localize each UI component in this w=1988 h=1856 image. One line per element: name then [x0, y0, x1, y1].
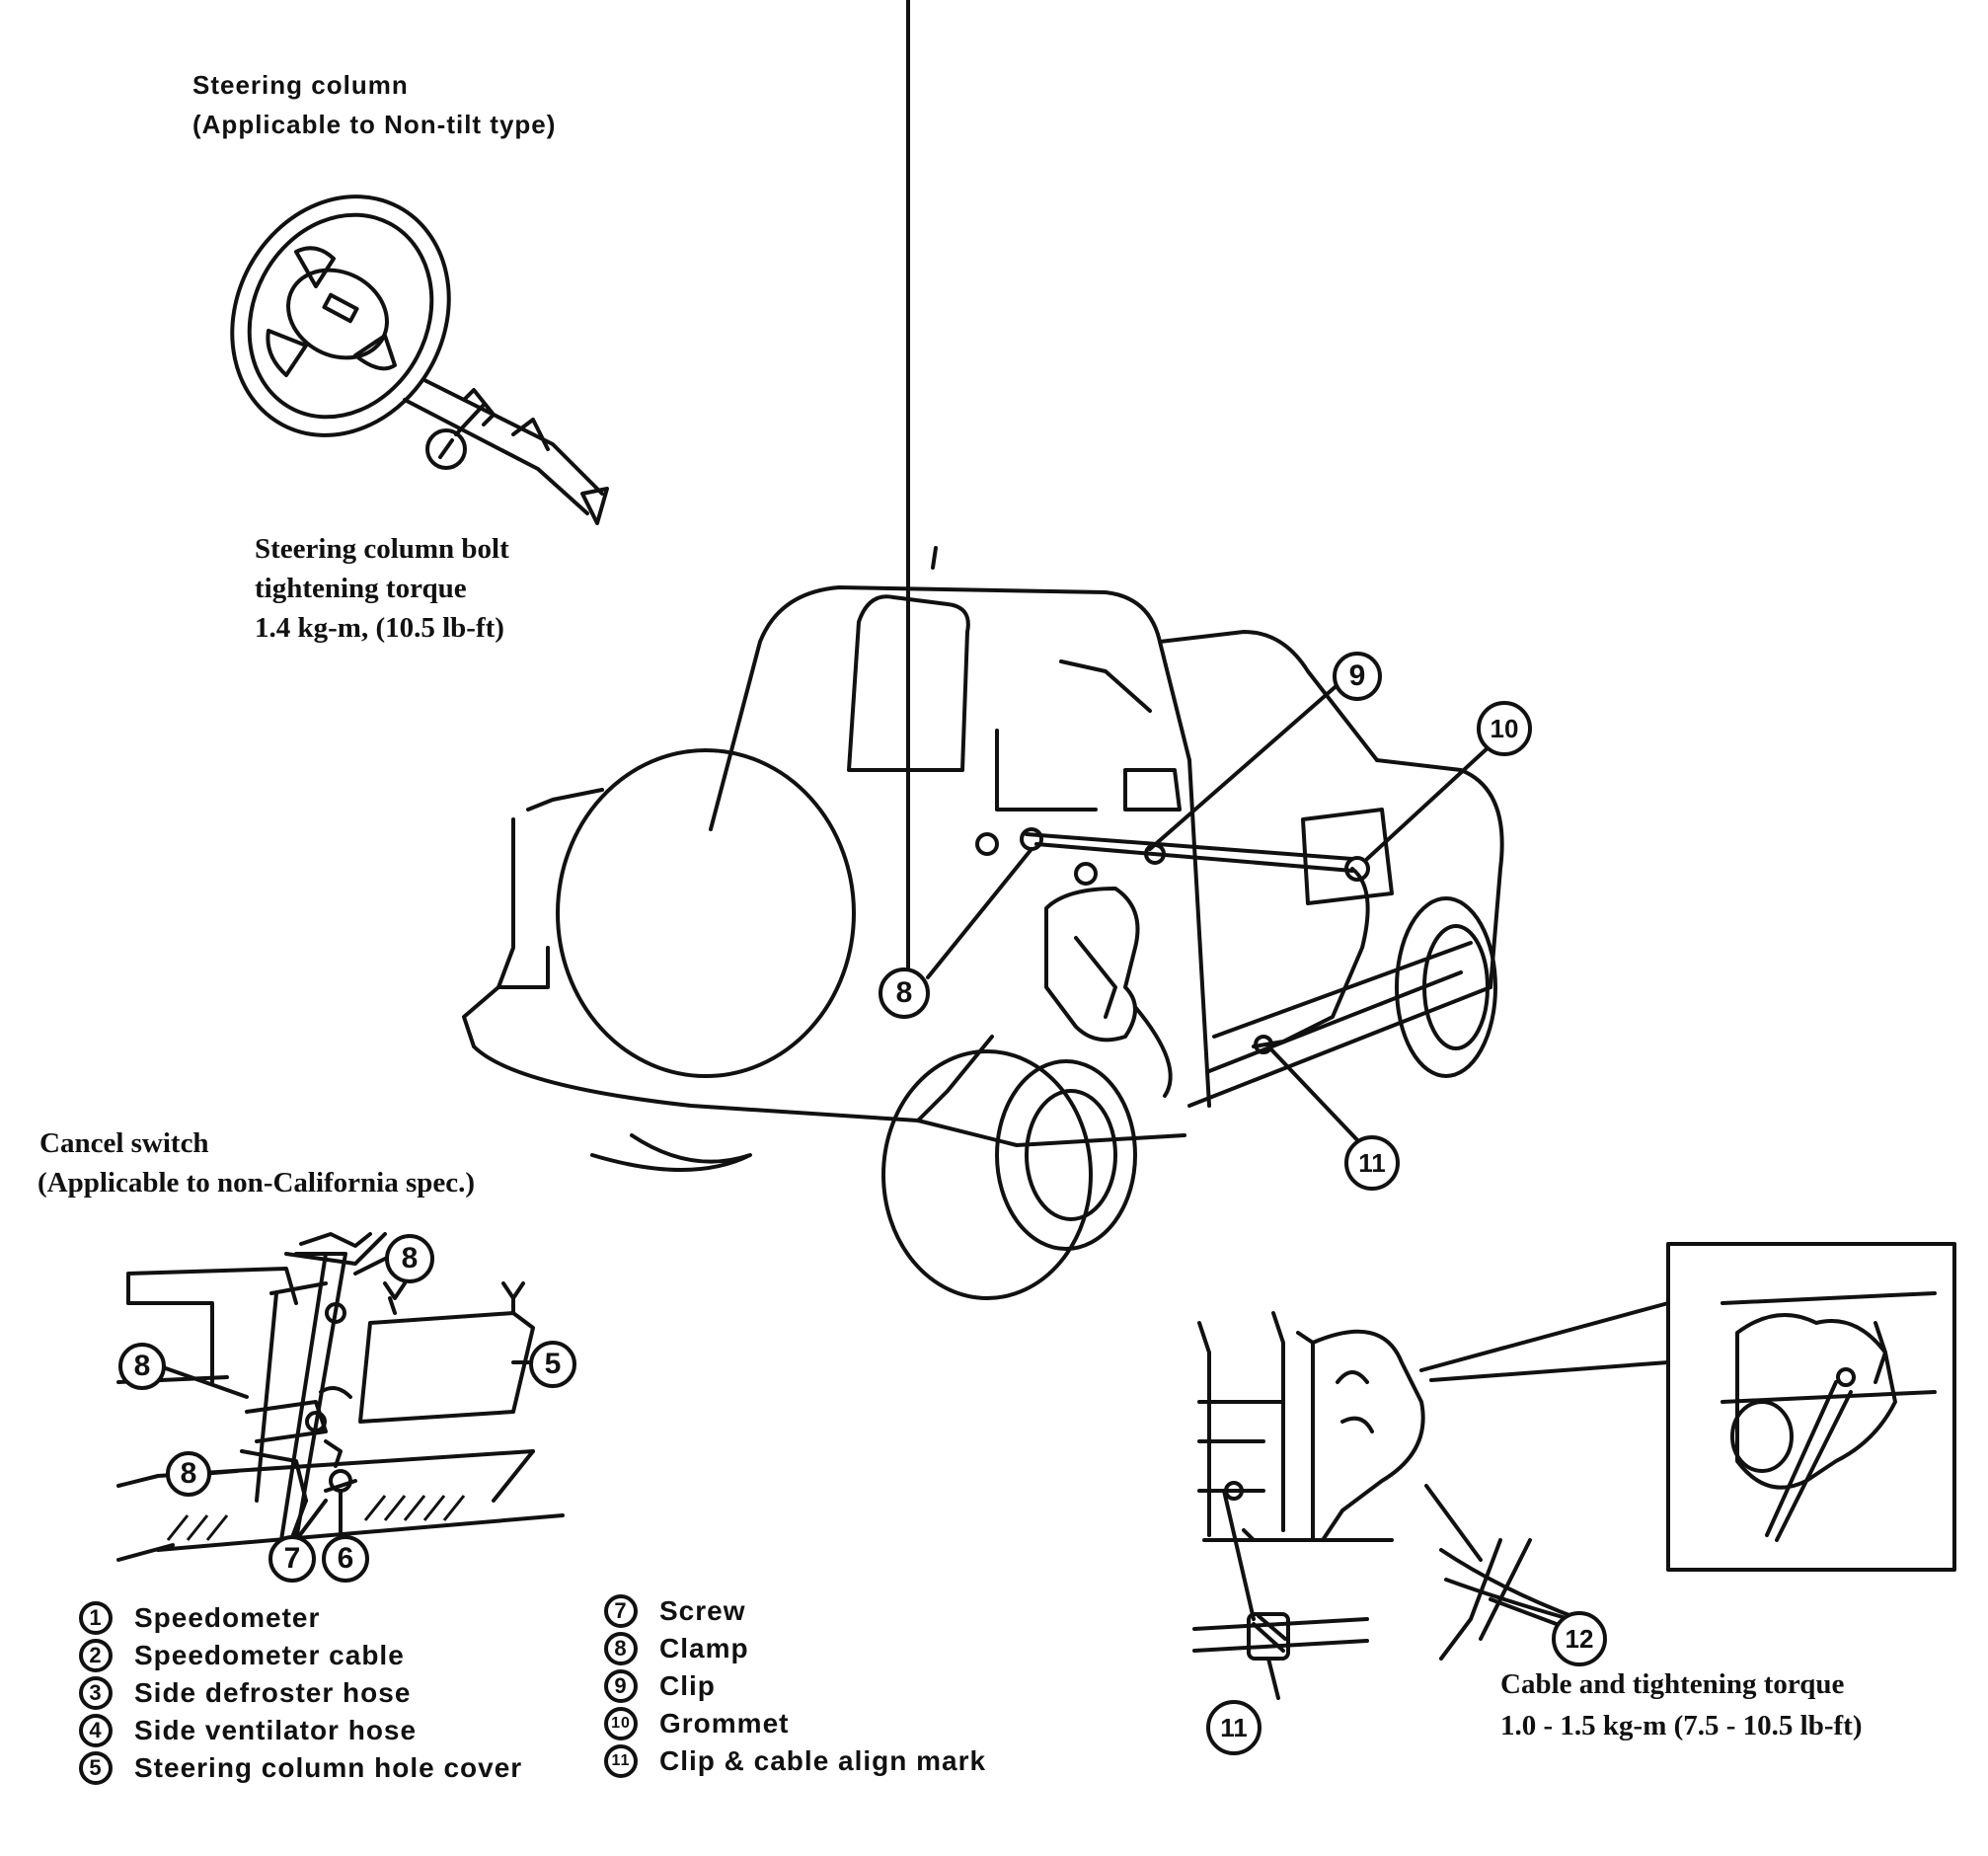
vehicle-drawing [462, 546, 1504, 1300]
legend-label: Side ventilator hose [134, 1715, 418, 1745]
legend-number: 1 [79, 1601, 113, 1635]
steering-column-title: Steering column [192, 70, 409, 100]
callout-9: 9 [1333, 652, 1382, 701]
callout-11-vehicle: 11 [1344, 1135, 1400, 1191]
legend-label: Speedometer cable [134, 1640, 405, 1670]
legend-number: 7 [604, 1594, 638, 1628]
steering-bolt-label-2: tightening torque [255, 573, 467, 604]
callout-8-bottom: 8 [166, 1451, 211, 1497]
callout-5: 5 [529, 1341, 576, 1388]
steering-bolt-torque: 1.4 kg-m, (10.5 lb-ft) [255, 612, 504, 644]
legend-item: 9 Clip [604, 1669, 716, 1703]
cancel-switch-applicability: (Applicable to non-California spec.) [38, 1167, 476, 1199]
callout-6: 6 [322, 1535, 369, 1583]
legend-label: Grommet [659, 1708, 790, 1739]
steering-column-applicability: (Applicable to Non-tilt type) [192, 110, 557, 139]
legend-label: Clip [659, 1670, 716, 1701]
cancel-switch-title: Cancel switch [39, 1127, 209, 1159]
cable-torque-value: 1.0 - 1.5 kg-m (7.5 - 10.5 lb-ft) [1500, 1710, 1863, 1741]
legend-number: 9 [604, 1669, 638, 1703]
legend-item: 2 Speedometer cable [79, 1639, 405, 1672]
legend-item: 8 Clamp [604, 1632, 749, 1665]
legend-number: 5 [79, 1751, 113, 1785]
callout-12: 12 [1552, 1611, 1607, 1666]
legend-label: Side defroster hose [134, 1677, 412, 1708]
callout-11-detail: 11 [1206, 1700, 1262, 1755]
legend-number: 2 [79, 1639, 113, 1672]
legend-item: 3 Side defroster hose [79, 1676, 411, 1710]
cancel-switch-drawing [116, 1232, 565, 1562]
legend-label: Clamp [659, 1633, 749, 1663]
callout-10: 10 [1477, 701, 1532, 756]
legend-label: Clip & cable align mark [659, 1745, 987, 1776]
legend-label: Speedometer [134, 1602, 321, 1633]
legend-item: 1 Speedometer [79, 1601, 320, 1635]
steering-wheel-drawing [230, 194, 609, 525]
legend-item: 5 Steering column hole cover [79, 1751, 522, 1785]
legend-number: 4 [79, 1714, 113, 1747]
callout-8-left: 8 [118, 1343, 166, 1390]
legend-label: Screw [659, 1595, 746, 1626]
callout-8-vehicle: 8 [879, 967, 930, 1019]
legend-item: 10 Grommet [604, 1707, 789, 1740]
legend-number: 10 [604, 1707, 638, 1740]
legend-item: 11 Clip & cable align mark [604, 1744, 986, 1778]
legend-label: Steering column hole cover [134, 1752, 523, 1783]
callout-8-top: 8 [385, 1234, 434, 1283]
legend-item: 4 Side ventilator hose [79, 1714, 417, 1747]
steering-bolt-label: Steering column bolt [255, 533, 509, 565]
legend-number: 8 [604, 1632, 638, 1665]
legend-item: 7 Screw [604, 1594, 746, 1628]
callout-7: 7 [268, 1535, 316, 1583]
legend-number: 3 [79, 1676, 113, 1710]
cable-torque-title: Cable and tightening torque [1500, 1668, 1845, 1700]
legend-number: 11 [604, 1744, 638, 1778]
